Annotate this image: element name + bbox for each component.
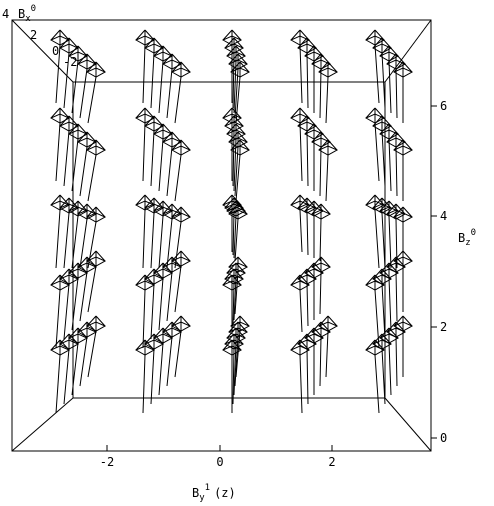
vector-arrow bbox=[392, 139, 414, 201]
vector-arrow bbox=[310, 321, 332, 387]
x-tick-label: -2 bbox=[100, 455, 114, 469]
vector-arrow bbox=[303, 262, 325, 320]
vector-arrow bbox=[364, 274, 386, 349]
vector-arrow bbox=[229, 61, 251, 124]
vector-arrow bbox=[225, 123, 247, 192]
vector-arrow bbox=[317, 61, 339, 124]
vector-arrow bbox=[227, 53, 249, 119]
bounding-box bbox=[11, 19, 432, 452]
z-tick-label: 0 bbox=[440, 431, 447, 445]
vector-arrow bbox=[223, 37, 245, 109]
vector-arrow bbox=[221, 29, 243, 103]
depth-axis-title: Bx0 bbox=[18, 4, 36, 24]
vector-arrow bbox=[371, 268, 393, 340]
x-axis-ticks bbox=[106, 445, 333, 451]
vector-arrow bbox=[225, 262, 247, 321]
vector-arrow bbox=[67, 327, 89, 396]
vector-arrow bbox=[229, 139, 251, 202]
x-tick-label: 0 bbox=[216, 455, 223, 469]
box-edge-bottom-left bbox=[11, 397, 74, 452]
vector-arrow bbox=[385, 256, 407, 322]
vector-arrow bbox=[378, 123, 400, 192]
box-edge-bottom-right bbox=[384, 397, 432, 452]
vector-arrow bbox=[161, 53, 183, 119]
vector-arrow bbox=[289, 29, 311, 104]
vector-arrow bbox=[221, 194, 243, 252]
vector-arrow bbox=[161, 131, 183, 197]
depth-tick-label: 4 bbox=[2, 7, 9, 21]
vector-arrow bbox=[225, 45, 247, 114]
z-axis-ticks bbox=[431, 105, 437, 439]
x-axis-title: By1(z) bbox=[192, 483, 236, 503]
vector-arrow bbox=[67, 262, 89, 331]
vector-arrow bbox=[317, 139, 339, 202]
z-tick-label: 4 bbox=[440, 209, 447, 223]
vector-arrow bbox=[378, 45, 400, 114]
x-axis: -2 0 2 By1(z) bbox=[100, 445, 336, 503]
vector-arrow bbox=[378, 327, 400, 396]
vector-arrow bbox=[289, 107, 311, 182]
vector-arrow bbox=[289, 194, 311, 253]
vector-arrow bbox=[364, 339, 386, 414]
vector-arrow bbox=[49, 194, 71, 269]
vector-arrow bbox=[221, 107, 243, 181]
vector-arrow bbox=[289, 274, 311, 333]
vector-arrow bbox=[317, 315, 339, 378]
vector-arrow bbox=[392, 250, 414, 312]
vector-arrow bbox=[289, 339, 311, 414]
vector-arrow bbox=[143, 333, 165, 405]
vector-arrow bbox=[85, 206, 107, 269]
vector-arrow bbox=[392, 315, 414, 377]
vector-arrow bbox=[296, 268, 318, 327]
inner-box-back bbox=[72, 81, 386, 399]
z-axis-title: Bz0 bbox=[458, 228, 476, 248]
vector-arrow bbox=[223, 115, 245, 187]
vector-arrow bbox=[364, 29, 386, 104]
vector-field-arrows bbox=[49, 29, 414, 414]
vector-arrow bbox=[85, 139, 107, 202]
vector-arrow bbox=[67, 123, 89, 192]
box-edge-top-left bbox=[11, 19, 74, 83]
outer-box-front bbox=[11, 19, 432, 452]
vector-arrow bbox=[170, 250, 192, 313]
vector-arrow bbox=[392, 206, 414, 268]
vector-arrow bbox=[227, 256, 249, 315]
vector-arrow bbox=[227, 131, 249, 197]
vector-arrow bbox=[152, 45, 174, 114]
vector-arrow bbox=[170, 315, 192, 378]
vector-arrow bbox=[296, 333, 318, 405]
box-edge-top-right bbox=[384, 19, 432, 83]
depth-tick-label: -2 bbox=[63, 55, 77, 69]
vector-arrow bbox=[76, 53, 98, 119]
vector-arrow bbox=[170, 206, 192, 269]
vector-arrow bbox=[378, 262, 400, 331]
vector-arrow bbox=[143, 268, 165, 340]
vector-arrow bbox=[227, 203, 249, 262]
vector-arrow bbox=[310, 256, 332, 315]
x-tick-label: 2 bbox=[328, 455, 335, 469]
vector-arrow bbox=[170, 139, 192, 202]
depth-axis: 4 2 0 -2 Bx0 bbox=[2, 4, 77, 69]
vector-arrow bbox=[371, 333, 393, 405]
vector-arrow bbox=[85, 250, 107, 313]
vector-arrow bbox=[225, 200, 247, 259]
vector-arrow bbox=[229, 315, 251, 378]
z-tick-label: 6 bbox=[440, 99, 447, 113]
z-axis: 0 2 4 6 Bz0 bbox=[431, 99, 476, 445]
vector-arrow bbox=[303, 327, 325, 395]
z-tick-label: 2 bbox=[440, 320, 447, 334]
vector-arrow bbox=[223, 197, 245, 256]
vector-arrow bbox=[364, 107, 386, 182]
depth-tick-label: 0 bbox=[52, 44, 59, 58]
depth-tick-label: 2 bbox=[30, 28, 37, 42]
vector-arrow bbox=[170, 61, 192, 124]
vector-arrow bbox=[392, 61, 414, 123]
vector-arrow bbox=[76, 131, 98, 197]
vector-arrow bbox=[152, 123, 174, 192]
vector-arrow bbox=[85, 61, 107, 124]
vector-arrow bbox=[85, 315, 107, 378]
vector-arrow bbox=[385, 321, 407, 387]
vector-arrow bbox=[310, 203, 332, 262]
